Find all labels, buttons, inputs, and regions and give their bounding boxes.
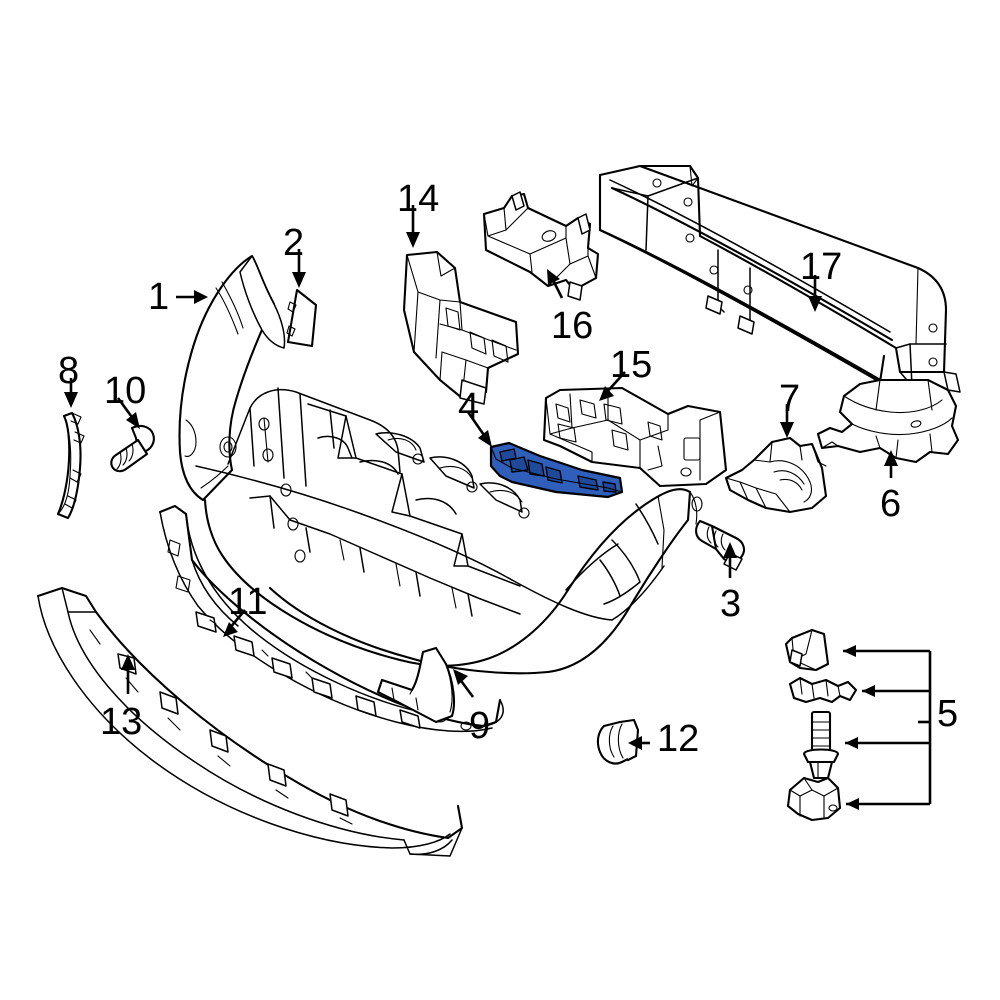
part-3-bumper-mounting-bolt <box>695 519 746 571</box>
part-2-bumper-cover-corner-filler <box>286 288 318 348</box>
callout-leaders <box>64 205 898 750</box>
callout-label-3: 3 <box>720 583 742 625</box>
part-8-bumper-side-molding <box>56 411 85 520</box>
part-4-bumper-cover-side-retainer-highlighted <box>489 441 624 499</box>
callout-5-bracket <box>843 645 932 810</box>
part-10-bumper-retainer-screw <box>110 424 155 473</box>
callout-label-14: 14 <box>397 178 440 220</box>
callout-label-17: 17 <box>800 246 843 288</box>
callout-label-7: 7 <box>779 378 801 420</box>
part-15-bumper-energy-absorber-bracket <box>542 386 728 488</box>
part-1-front-bumper-cover <box>195 387 703 675</box>
callout-label-5: 5 <box>937 693 959 735</box>
part-5-bumper-clip-spring <box>788 676 858 704</box>
callout-label-4: 4 <box>458 386 480 428</box>
callout-label-1: 1 <box>148 276 170 318</box>
callout-label-6: 6 <box>880 483 902 525</box>
part-12-bumper-cover-grommet <box>596 718 640 765</box>
part-13-front-air-dam-spoiler <box>36 586 464 857</box>
part-5-bumper-clip-lower <box>786 776 842 822</box>
part-5-fastener-kit <box>784 628 932 822</box>
callout-label-11: 11 <box>228 581 268 623</box>
part-9-lower-valance-side-trim <box>376 646 456 724</box>
leader-4 <box>466 411 488 439</box>
callout-label-13: 13 <box>100 701 143 743</box>
callout-label-9: 9 <box>469 705 491 747</box>
part-1-bumper-cover-bracket <box>178 254 286 502</box>
part-16-crash-sensor-mount <box>482 191 600 301</box>
callout-label-12: 12 <box>657 718 700 760</box>
part-14-bumper-side-impact-bracket <box>402 250 520 405</box>
part-11-lower-grille-reinforcement <box>158 504 504 733</box>
leader-15 <box>605 371 626 394</box>
callout-label-10: 10 <box>104 370 147 412</box>
part-5-bumper-clip-upper <box>784 628 830 672</box>
callout-label-15: 15 <box>610 344 653 386</box>
part-5-bumper-bolt <box>802 710 840 780</box>
part-17-front-bumper-impact-bar <box>598 164 948 395</box>
callout-label-16: 16 <box>551 305 594 347</box>
part-6-bumper-lower-side-bracket <box>816 371 961 464</box>
callout-label-2: 2 <box>283 222 305 264</box>
part-7-fog-lamp-bezel-housing <box>724 436 828 514</box>
callout-label-8: 8 <box>58 350 80 392</box>
